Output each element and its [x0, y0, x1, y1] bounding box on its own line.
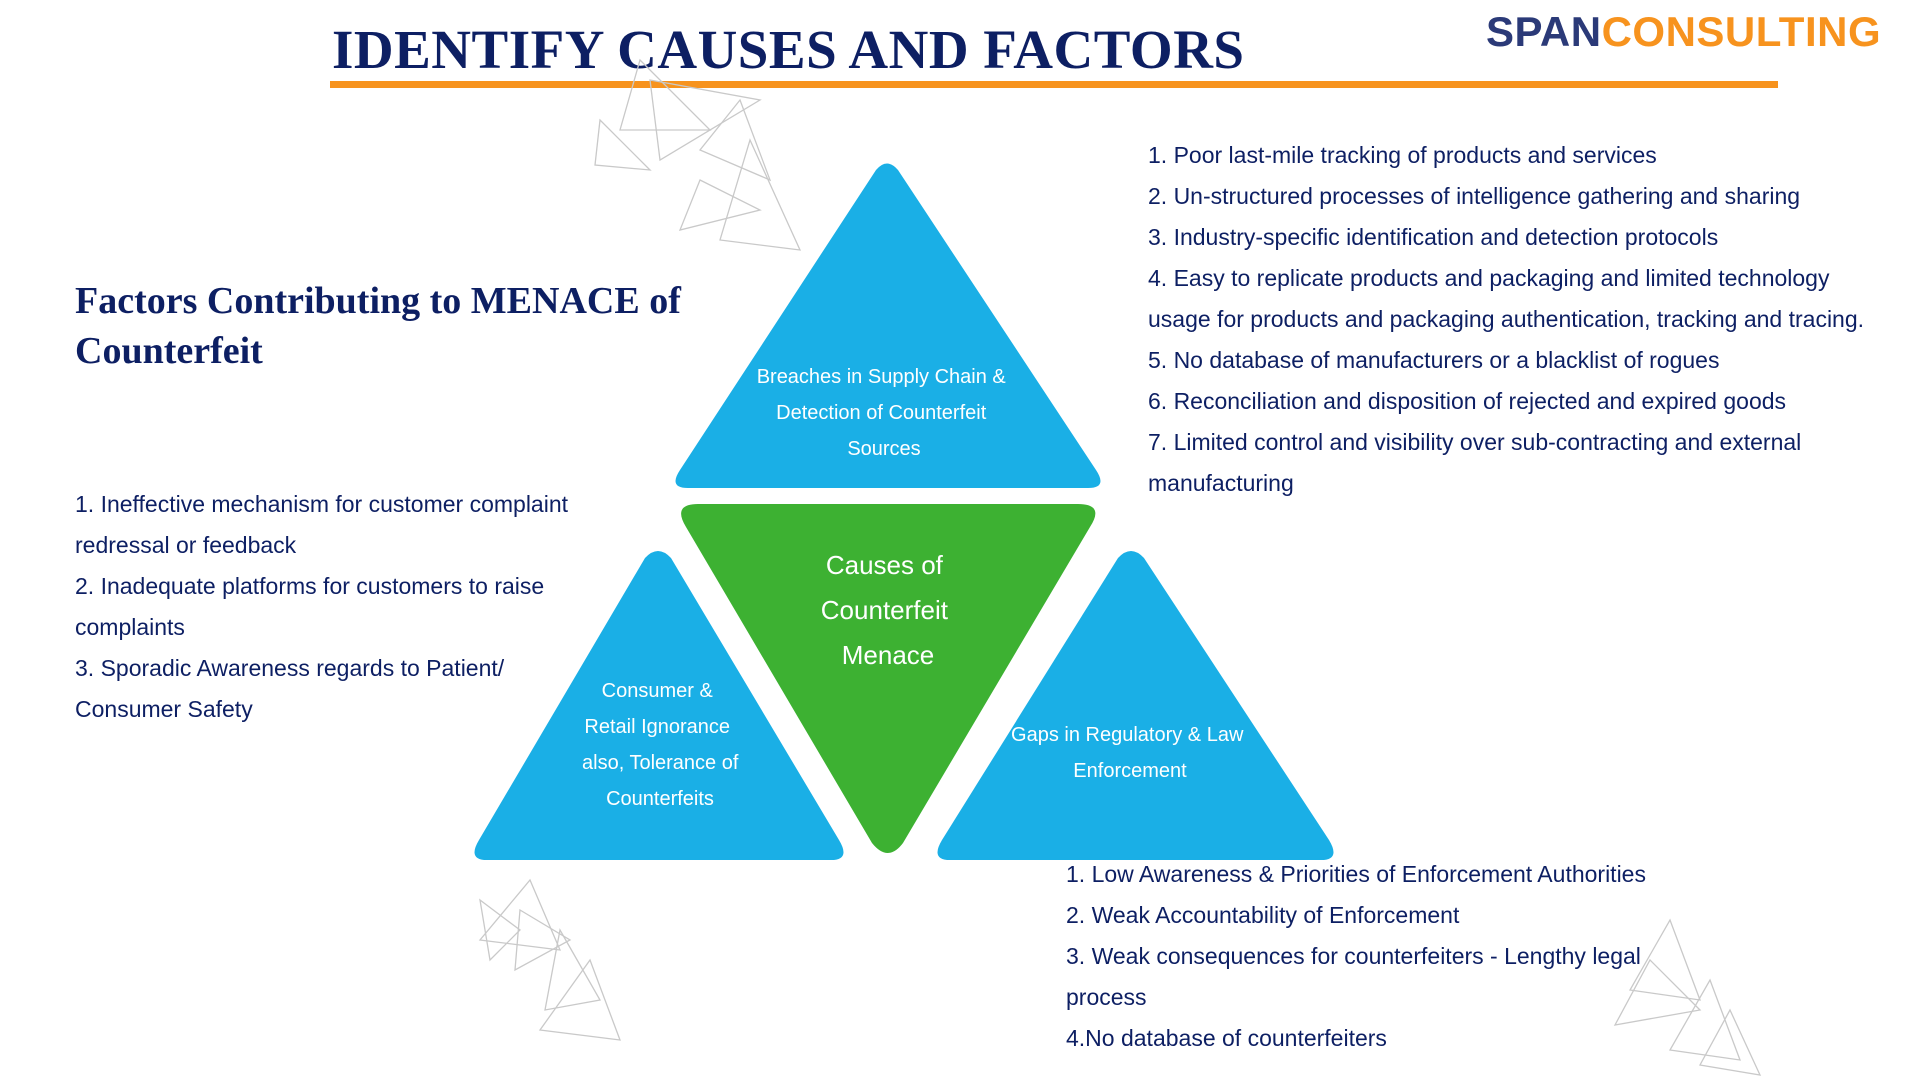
list-item: 1. Poor last-mile tracking of products a… [1148, 142, 1657, 168]
list-item: 4.No database of counterfeiters [1066, 1025, 1387, 1051]
page-title: IDENTIFY CAUSES AND FACTORS [332, 19, 1245, 80]
list-item: 6. Reconciliation and disposition of rej… [1148, 388, 1787, 414]
right-label-line: Enforcement [1073, 760, 1187, 782]
company-logo: SPANCONSULTING [1486, 8, 1881, 56]
consumer-factors-list: 1. Ineffective mechanism for customer co… [75, 484, 595, 730]
list-item: 2. Inadequate platforms for customers to… [75, 573, 545, 640]
list-item: 5. No database of manufacturers or a bla… [1148, 347, 1720, 373]
left-label-line: Consumer & [602, 680, 714, 702]
triangle-right [937, 551, 1334, 860]
triangle-center [681, 504, 1096, 853]
enforcement-factors-list: 1. Low Awareness & Priorities of Enforce… [1066, 854, 1706, 1059]
top-label-line: Detection of Counterfeit [776, 402, 987, 424]
center-label-line: Menace [842, 640, 935, 670]
supply-chain-factors-list: 1. Poor last-mile tracking of products a… [1148, 135, 1868, 504]
center-label: Causes of Counterfeit Menace [821, 550, 955, 670]
center-label-line: Causes of [826, 550, 944, 580]
decorative-triangles [478, 58, 1762, 1076]
triangle-left [474, 551, 844, 860]
top-label-line: Sources [847, 438, 920, 460]
logo-span: SPAN [1486, 8, 1602, 55]
list-item: 3. Industry-specific identification and … [1148, 224, 1719, 250]
logo-consulting: CONSULTING [1601, 8, 1882, 55]
list-item: 2. Un-structured processes of intelligen… [1148, 183, 1801, 209]
list-item: 3. Weak consequences for counterfeiters … [1066, 943, 1641, 1010]
list-item: 1. Low Awareness & Priorities of Enforce… [1066, 861, 1646, 887]
top-label: Breaches in Supply Chain & Detection of … [757, 366, 1012, 460]
list-item: 2. Weak Accountability of Enforcement [1066, 902, 1460, 928]
list-item: 3. Sporadic Awareness regards to Patient… [75, 655, 505, 722]
list-item: 7. Limited control and visibility over s… [1148, 429, 1802, 496]
left-label-line: Retail Ignorance [584, 716, 730, 738]
top-label-line: Breaches in Supply Chain & [757, 366, 1007, 388]
triangle-top [675, 163, 1101, 488]
subtitle: Factors Contributing to MENACE of Counte… [75, 280, 681, 372]
title-underline [330, 81, 1778, 88]
left-label-line: Counterfeits [606, 788, 714, 810]
left-label: Consumer & Retail Ignorance also, Tolera… [582, 680, 744, 810]
list-item: 1. Ineffective mechanism for customer co… [75, 491, 569, 558]
left-label-line: also, Tolerance of [582, 752, 739, 774]
right-label: Gaps in Regulatory & Law Enforcement [1011, 724, 1249, 782]
center-label-line: Counterfeit [821, 595, 949, 625]
right-label-line: Gaps in Regulatory & Law [1011, 724, 1244, 746]
list-item: 4. Easy to replicate products and packag… [1148, 265, 1865, 332]
